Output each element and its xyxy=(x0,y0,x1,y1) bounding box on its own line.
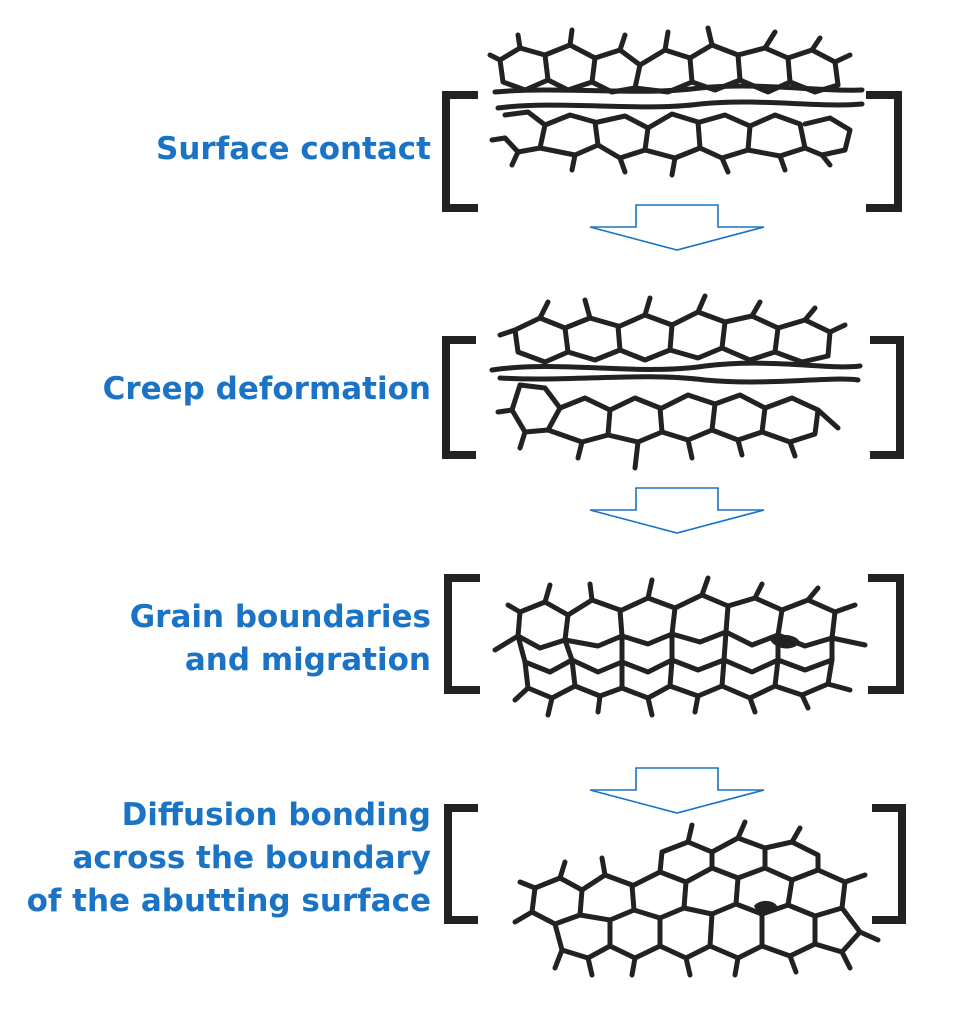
stage-3-grain-structure xyxy=(492,575,868,718)
stage-4-label-line-1: Diffusion bonding xyxy=(121,797,431,833)
stage-4-grain-structure xyxy=(512,819,881,978)
arrow-1-icon xyxy=(589,204,765,251)
stage-3-right-bracket xyxy=(868,574,904,694)
stage-2-grain-structure xyxy=(489,293,863,471)
stage-3-label: Grain boundaries and migration xyxy=(130,596,431,682)
stage-3-panel xyxy=(444,574,904,718)
arrow-2-icon xyxy=(589,487,765,534)
stage-1-label: Surface contact xyxy=(156,128,431,171)
stage-4-label-line-2: across the boundary xyxy=(72,840,431,876)
stage-2-label-line-1: Creep deformation xyxy=(102,371,431,407)
stage-4-right-bracket xyxy=(872,804,906,924)
stage-1-grain-structure xyxy=(487,25,865,178)
stage-4-panel xyxy=(444,804,906,978)
stage-3-label-line-1: Grain boundaries xyxy=(129,599,431,635)
stage-2-panel xyxy=(442,293,904,471)
stage-3-label-line-2: and migration xyxy=(184,642,431,678)
stage-1-left-bracket xyxy=(442,91,478,212)
stage-2-label: Creep deformation xyxy=(103,368,431,411)
stage-2-left-bracket xyxy=(442,336,476,459)
stage-3-left-bracket xyxy=(444,574,480,694)
stage-3-void-icon xyxy=(770,634,800,649)
stage-1-panel xyxy=(442,25,902,212)
stage-4-label-line-3: of the abutting surface xyxy=(26,883,431,919)
stage-1-right-bracket xyxy=(866,91,902,212)
stage-4-left-bracket xyxy=(444,804,478,924)
stage-1-label-line-1: Surface contact xyxy=(156,131,431,167)
stage-2-right-bracket xyxy=(870,336,904,459)
arrow-3-icon xyxy=(589,767,765,814)
stage-4-label: Diffusion bonding across the boundary of… xyxy=(27,794,431,923)
stage-4-void-icon xyxy=(754,900,778,914)
